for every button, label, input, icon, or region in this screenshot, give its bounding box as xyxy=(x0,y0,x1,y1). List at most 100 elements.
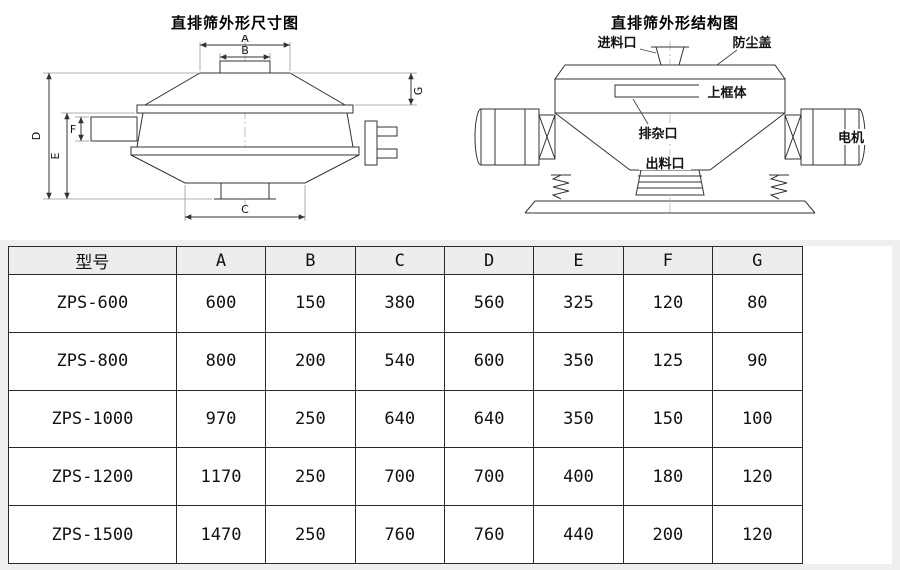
value-cell: 600 xyxy=(443,331,535,391)
diagrams-section: 直排筛外形尺寸图 xyxy=(0,0,900,240)
value-cell: 970 xyxy=(175,389,267,449)
value-cell: 700 xyxy=(443,447,535,507)
hopper-left xyxy=(554,112,631,171)
dim-label-B: B xyxy=(241,44,249,57)
value-cell: 150 xyxy=(622,389,714,449)
motor-label: 电机 xyxy=(838,130,864,146)
body-right-edge xyxy=(346,112,354,148)
value-cell: 150 xyxy=(265,274,356,333)
dust-cover-label: 防尘盖 xyxy=(732,35,771,51)
table-row: ZPS-600 600 150 380 560 325 120 80 xyxy=(8,274,892,333)
value-cell: 640 xyxy=(354,389,445,449)
value-cell: 125 xyxy=(622,331,714,391)
inlet-port xyxy=(219,60,271,74)
value-cell: 540 xyxy=(354,331,445,391)
table-row: ZPS-1200 1170 250 700 700 400 180 120 xyxy=(8,447,892,507)
cover xyxy=(143,72,347,106)
model-cell: ZPS-800 xyxy=(8,331,177,391)
machine-outline xyxy=(90,60,398,200)
upper-frame-label: 上框体 xyxy=(707,85,747,101)
dimension-diagram: A B G D E F C xyxy=(30,35,425,221)
value-cell: 100 xyxy=(712,389,803,449)
value-cell: 325 xyxy=(533,274,624,333)
motor-label-bg xyxy=(835,129,867,145)
value-cell: 560 xyxy=(443,274,535,333)
dimension-diagram-block: 直排筛外形尺寸图 xyxy=(25,4,445,233)
spec-table-wrap: 型号 A B C D E F G ZPS-600 600 150 380 560 xyxy=(8,246,892,564)
model-cell: ZPS-600 xyxy=(8,274,177,333)
impurity-port-label: 排杂口 xyxy=(638,126,677,142)
table-header-row: 型号 A B C D E F G xyxy=(8,246,892,275)
spec-table: 型号 A B C D E F G ZPS-600 600 150 380 560 xyxy=(8,246,892,564)
model-cell: ZPS-1200 xyxy=(8,447,177,507)
spring-left xyxy=(551,174,570,200)
motor-left-body xyxy=(480,108,540,166)
table-row: ZPS-1500 1470 250 760 760 440 200 120 xyxy=(8,505,892,564)
leader-dust-cover xyxy=(716,49,738,66)
clamp-bolt-top xyxy=(376,126,398,137)
col-header-B: B xyxy=(265,246,356,275)
value-cell: 380 xyxy=(354,274,445,333)
value-cell: 250 xyxy=(265,447,356,507)
value-cell: 400 xyxy=(533,447,624,507)
structure-diagram: 进料口 防尘盖 上框体 排杂口 出料口 电机 xyxy=(474,35,867,215)
inlet-left xyxy=(655,46,662,66)
upper-frame-label-bg xyxy=(699,84,755,100)
value-cell: 760 xyxy=(354,505,445,564)
value-cell: 180 xyxy=(622,447,714,507)
base-left xyxy=(524,200,536,214)
machine-structure xyxy=(474,46,866,214)
value-cell: 250 xyxy=(265,389,356,449)
bottom-pan xyxy=(130,154,360,184)
base-right xyxy=(804,200,816,214)
hopper-right xyxy=(709,112,786,171)
dim-label-E: E xyxy=(49,152,62,159)
model-cell: ZPS-1000 xyxy=(8,389,177,449)
dim-label-G: G xyxy=(412,87,425,96)
value-cell: 800 xyxy=(175,331,267,391)
dust-cover-shape xyxy=(554,64,786,80)
dim-label-D: D xyxy=(30,132,43,140)
outlet-label-bg xyxy=(639,155,691,170)
value-cell: 760 xyxy=(443,505,535,564)
value-cell: 1170 xyxy=(175,447,267,507)
structure-diagram-block: 直排筛外形结构图 xyxy=(465,4,885,233)
col-header-A: A xyxy=(175,246,267,275)
col-header-F: F xyxy=(622,246,714,275)
value-cell: 200 xyxy=(265,331,356,391)
leader-inlet xyxy=(639,48,657,54)
dimension-diagram-title: 直排筛外形尺寸图 xyxy=(170,14,299,32)
impurity-port-label-bg xyxy=(631,125,685,141)
upper-flange xyxy=(136,104,354,114)
leader-impurity-port xyxy=(632,98,649,125)
value-cell: 120 xyxy=(622,274,714,333)
value-cell: 600 xyxy=(175,274,267,333)
value-cell: 440 xyxy=(533,505,624,564)
value-cell: 700 xyxy=(354,447,445,507)
value-cell: 80 xyxy=(712,274,803,333)
dimension-lines xyxy=(46,42,414,220)
dim-label-F: F xyxy=(70,123,76,136)
value-cell: 250 xyxy=(265,505,356,564)
table-row: ZPS-800 800 200 540 600 350 125 90 xyxy=(8,331,892,391)
clamp-plate xyxy=(364,120,378,166)
structure-diagram-title: 直排筛外形结构图 xyxy=(610,14,739,32)
side-box xyxy=(90,116,138,142)
value-cell: 1470 xyxy=(175,505,267,564)
value-cell: 120 xyxy=(712,505,803,564)
mount-brace xyxy=(784,114,802,160)
inlet-label: 进料口 xyxy=(597,35,636,51)
outlet-label: 出料口 xyxy=(645,156,684,172)
col-header-D: D xyxy=(443,246,535,275)
col-header-E: E xyxy=(533,246,624,275)
value-cell: 350 xyxy=(533,389,624,449)
outlet-pipe xyxy=(220,182,270,200)
col-header-C: C xyxy=(354,246,445,275)
dim-label-C: C xyxy=(241,203,249,216)
lower-flange xyxy=(130,146,360,156)
col-header-model: 型号 xyxy=(8,246,177,275)
model-cell: ZPS-1500 xyxy=(8,505,177,564)
col-header-G: G xyxy=(712,246,803,275)
value-cell: 90 xyxy=(712,331,803,391)
